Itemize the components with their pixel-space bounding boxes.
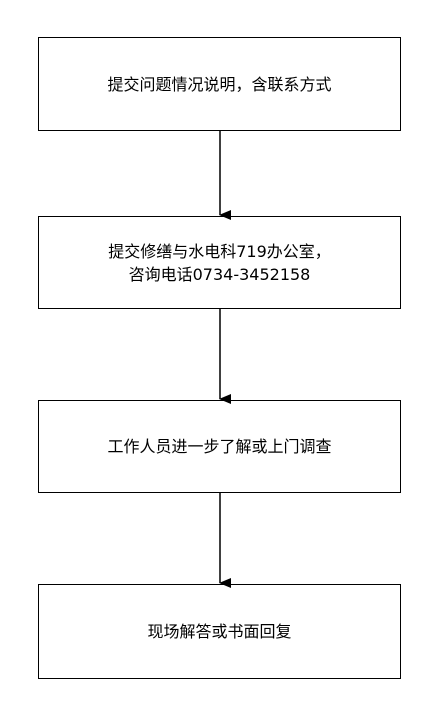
step-1-text: 提交问题情况说明，含联系方式 (107, 74, 332, 94)
step-3-box: 工作人员进一步了解或上门调查 (38, 400, 401, 493)
step-2-box: 提交修缮与水电科719办公室， 咨询电话0734-3452158 (38, 216, 401, 309)
step-4-text: 现场解答或书面回复 (147, 622, 292, 641)
step-2-text: 提交修缮与水电科719办公室， 咨询电话0734-3452158 (108, 241, 331, 284)
step-3-text: 工作人员进一步了解或上门调查 (107, 437, 332, 456)
step-1-box: 提交问题情况说明，含联系方式 (38, 37, 401, 131)
